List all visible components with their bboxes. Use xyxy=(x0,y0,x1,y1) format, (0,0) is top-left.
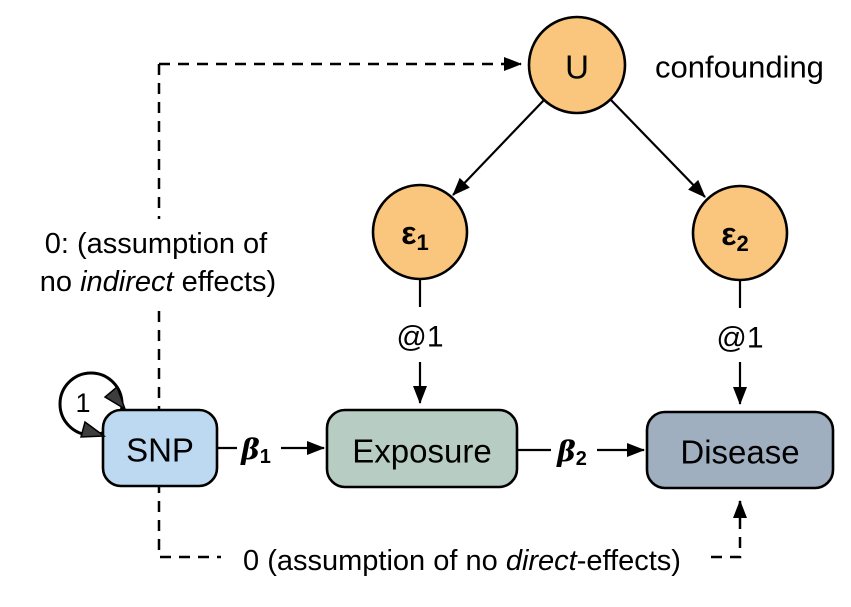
direct-annotation-mask xyxy=(221,541,705,581)
node-epsilon1 xyxy=(371,183,469,281)
epsilon2-label: ε2 xyxy=(721,216,748,256)
confounding-label: confounding xyxy=(655,50,824,85)
node-confounder-u xyxy=(527,15,627,115)
beta1-symbol: β xyxy=(240,433,260,466)
indirect-line2-italic: indirect xyxy=(80,266,175,298)
arrow-u-to-epsilon2 xyxy=(609,98,706,198)
beta2-label: β2 xyxy=(556,435,587,471)
epsilon2-subscript: 2 xyxy=(736,231,748,256)
snp-variance-value: 1 xyxy=(75,388,90,418)
node-snp xyxy=(101,408,219,488)
beta2-symbol: β xyxy=(556,435,576,468)
node-epsilon2 xyxy=(691,184,789,282)
beta2-subscript: 2 xyxy=(576,448,587,470)
epsilon2-fixed-at-1: @1 xyxy=(716,322,763,355)
disease-label: Disease xyxy=(680,434,799,471)
u-label: U xyxy=(565,49,589,86)
epsilon1-label: ε1 xyxy=(401,215,428,255)
node-disease xyxy=(645,410,835,490)
loop-arrowhead-top xyxy=(103,385,127,411)
exposure-label: Exposure xyxy=(352,433,491,470)
direct-pre: 0 (assumption of no xyxy=(243,545,506,577)
beta1-label: β1 xyxy=(240,433,271,469)
beta1-subscript: 1 xyxy=(260,446,271,468)
epsilon1-subscript: 1 xyxy=(416,230,428,255)
snp-label: SNP xyxy=(126,432,194,469)
loop-arrowhead-bottom xyxy=(80,420,107,438)
beta2-mask xyxy=(551,433,597,467)
node-exposure xyxy=(325,408,519,489)
direct-annotation: 0 (assumption of no direct-effects) xyxy=(243,545,681,577)
beta1-mask xyxy=(237,431,281,465)
indirect-annotation-line1: 0: (assumption of xyxy=(45,228,268,260)
indirect-annotation-line2: no indirect effects) xyxy=(40,266,276,298)
epsilon1-fixed-at-1: @1 xyxy=(396,321,443,354)
indirect-line2-post: effects) xyxy=(174,266,277,298)
arrow-u-to-epsilon1 xyxy=(452,99,545,196)
direct-post: -effects) xyxy=(577,545,681,577)
indirect-line2-pre: no xyxy=(40,266,80,298)
indirect-annotation-mask xyxy=(22,219,294,309)
epsilon1-symbol: ε xyxy=(401,215,416,251)
epsilon2-symbol: ε xyxy=(721,216,736,252)
direct-italic: direct xyxy=(506,545,579,577)
